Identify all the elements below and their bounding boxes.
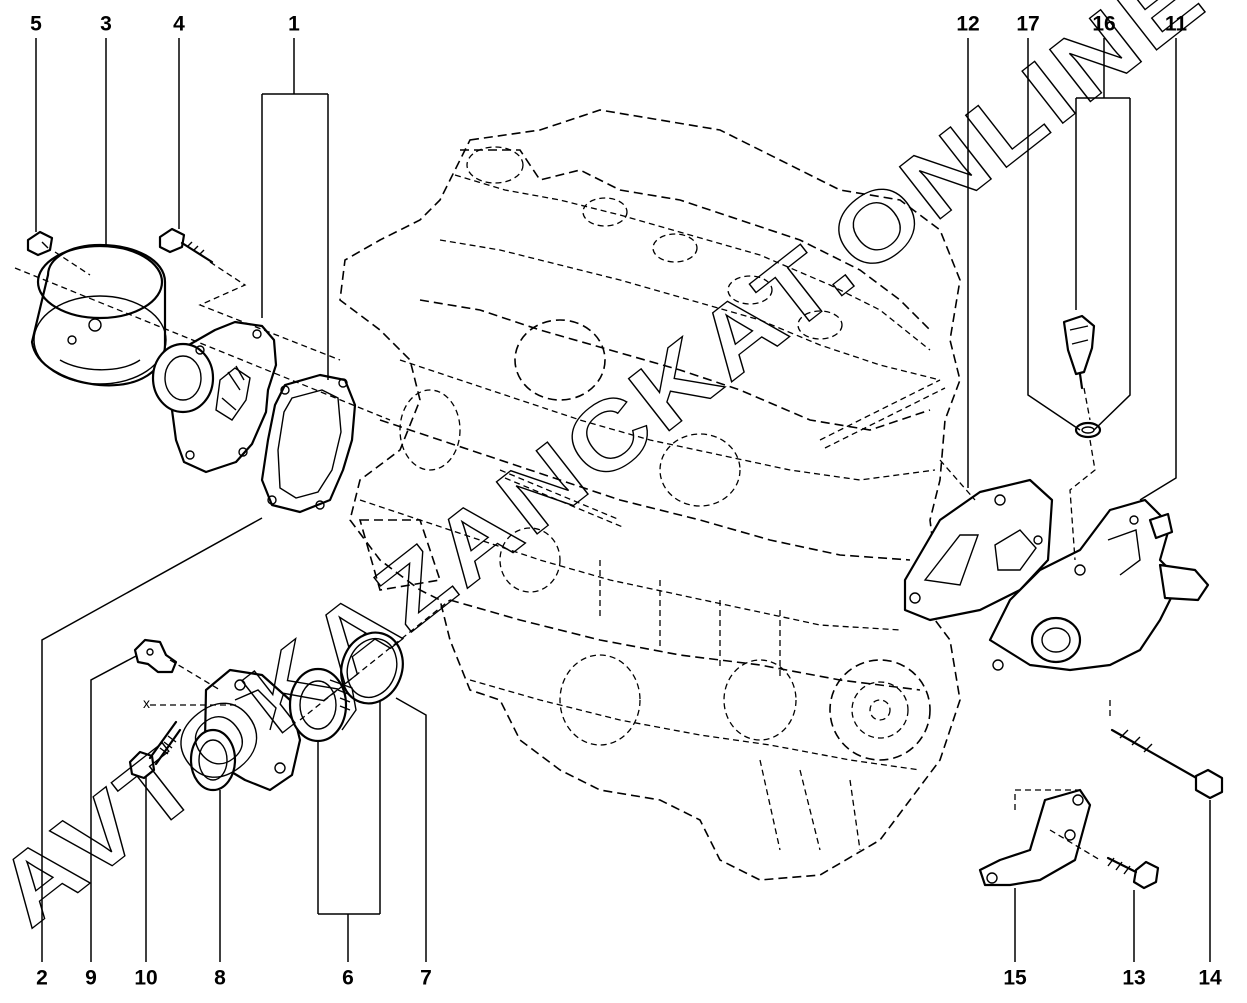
water-pump (151, 320, 278, 474)
callout-15: 15 (1003, 966, 1027, 990)
assembly-guides-left (14, 251, 391, 421)
assembly-guides-thermostat (150, 599, 451, 721)
callout-6: 6 (342, 966, 354, 990)
watermark-text: AVTOKAZANCKAT.ONLINE (0, 0, 1226, 947)
leader-lines (35, 38, 1211, 962)
callout-10: 10 (134, 966, 158, 990)
bolt-part-4 (158, 227, 214, 264)
callout-2: 2 (36, 966, 48, 990)
temperature-sensor-part-17 (1062, 314, 1096, 390)
callout-4: 4 (173, 12, 185, 36)
callout-17: 17 (1016, 12, 1040, 36)
callout-9: 9 (85, 966, 97, 990)
callout-3: 3 (100, 12, 112, 36)
bolt-part-10 (128, 720, 182, 780)
callout-1: 1 (288, 12, 300, 36)
pulley-part-3 (30, 243, 167, 387)
marker-x-label: x (143, 695, 150, 711)
assembly-guides-right (939, 387, 1111, 861)
thermostat-housing-part-8 (189, 668, 302, 792)
callout-13: 13 (1122, 966, 1146, 990)
callout-8: 8 (214, 966, 226, 990)
callout-14: 14 (1198, 966, 1222, 990)
washer-part-16 (1074, 421, 1102, 439)
o-ring-part-7 (340, 631, 404, 705)
callout-5: 5 (30, 12, 42, 36)
bracket-part-15 (978, 788, 1092, 887)
callout-11: 11 (1164, 12, 1188, 36)
coolant-outlet-part-11 (988, 498, 1210, 672)
callout-16: 16 (1092, 12, 1116, 36)
sensor-bracket-part-9 (133, 638, 178, 674)
bolt-part-5 (26, 230, 54, 257)
bolt-part-13 (1106, 856, 1160, 890)
bolt-part-14 (1110, 728, 1224, 800)
callout-7: 7 (420, 966, 432, 990)
gasket-part-2 (260, 373, 357, 514)
engine-block (339, 109, 961, 881)
gasket-part-12 (903, 478, 1054, 622)
callout-12: 12 (956, 12, 980, 36)
